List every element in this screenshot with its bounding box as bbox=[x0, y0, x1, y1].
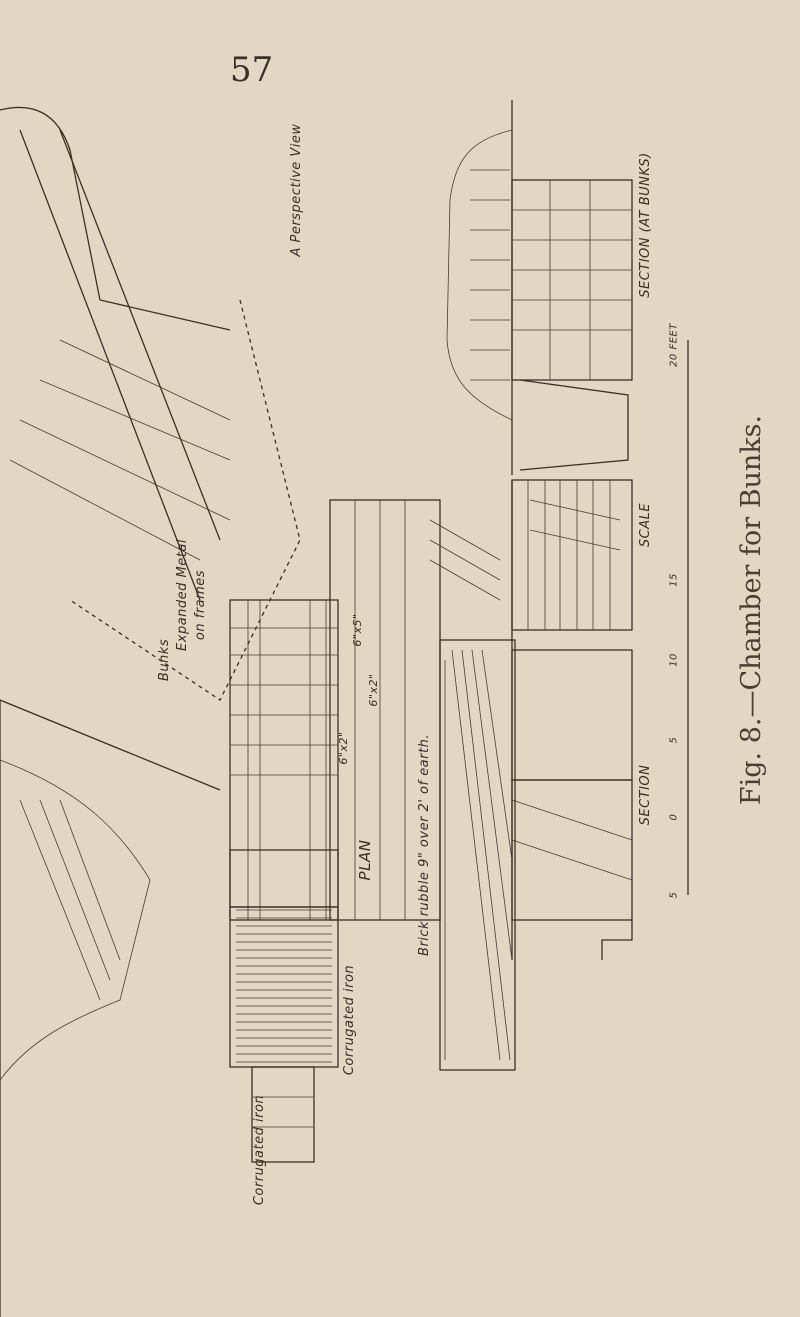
label-timber-size-2: 6"x2" bbox=[336, 731, 350, 765]
scale-tick: 20 FEET bbox=[668, 323, 680, 367]
label-brick-rubble: Brick rubble 9" over 2' of earth. bbox=[416, 734, 432, 956]
label-corrugated-iron-lower: Corrugated iron bbox=[251, 1094, 267, 1206]
scale-tick: 5 bbox=[668, 891, 680, 899]
page-number: 57 bbox=[230, 50, 274, 90]
label-timber-size: 6"x5" bbox=[350, 613, 364, 647]
label-section-at-bunks: SECTION (AT BUNKS) bbox=[637, 152, 653, 298]
figure-caption: Fig. 8.—Chamber for Bunks. bbox=[736, 414, 768, 806]
label-corrugated-iron: Corrugated iron bbox=[341, 964, 357, 1076]
bunks-frame-drawing bbox=[229, 599, 339, 921]
plan-drawing bbox=[329, 499, 516, 1071]
label-section: SECTION bbox=[637, 764, 653, 826]
scale-tick: 5 bbox=[668, 736, 680, 744]
label-on-frames: on frames bbox=[192, 569, 208, 641]
label-timber-size: 6"x2" bbox=[366, 673, 380, 707]
scale-tick: 10 bbox=[668, 653, 680, 667]
label-plan: PLAN bbox=[355, 839, 374, 881]
perspective-drawing bbox=[0, 106, 301, 1317]
scale-tick: 0 bbox=[668, 813, 680, 821]
scale-title: SCALE bbox=[637, 502, 653, 548]
label-perspective-view: A Perspective View bbox=[288, 123, 304, 257]
corrugated-iron-drawing bbox=[229, 849, 339, 1163]
label-bunks: Bunks bbox=[156, 638, 172, 682]
label-expanded-metal: Expanded Metal bbox=[174, 539, 190, 651]
section-at-bunks-drawing bbox=[446, 100, 633, 475]
section-center-drawing bbox=[511, 479, 633, 960]
scale-tick: 15 bbox=[668, 573, 680, 587]
